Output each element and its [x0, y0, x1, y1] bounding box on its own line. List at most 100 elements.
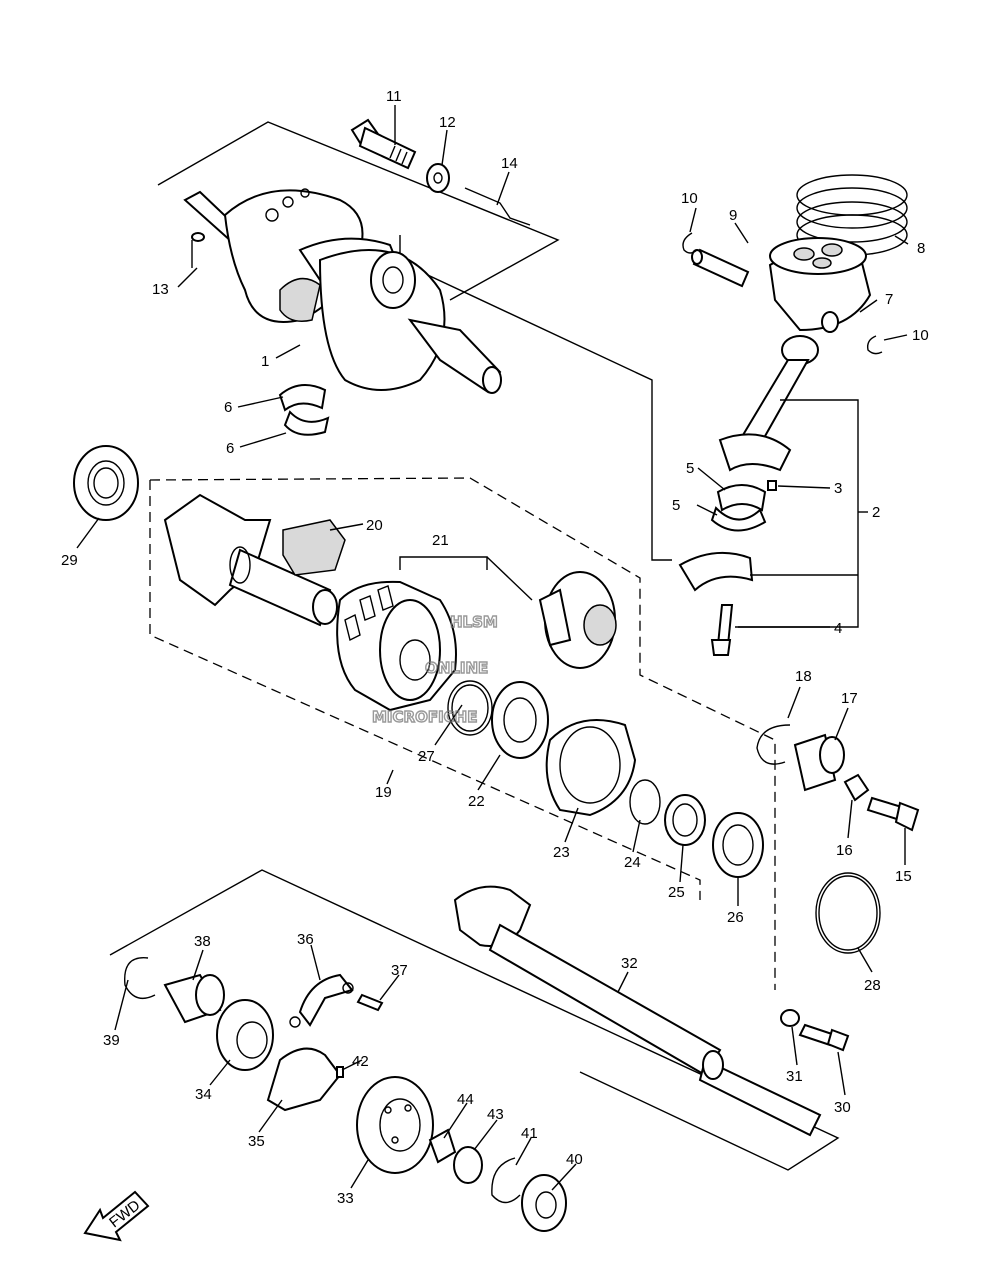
- label-part-33: 33: [337, 1190, 354, 1207]
- crank-bolt: [350, 118, 417, 170]
- lock-washer: [428, 1128, 457, 1164]
- washer: [426, 163, 450, 193]
- label-part-39: 39: [103, 1032, 120, 1049]
- needle-bearing: [793, 733, 845, 792]
- circlip-right: [866, 335, 883, 355]
- drive-gear: [336, 580, 457, 712]
- label-part-29: 29: [61, 552, 78, 569]
- label-part-1: 1: [261, 353, 269, 370]
- label-part-5-upper: 5: [686, 460, 694, 477]
- crankshaft: [183, 188, 502, 394]
- label-part-5-lower: 5: [672, 497, 680, 514]
- needle-bearing: [163, 973, 225, 1024]
- cam: [266, 1047, 342, 1112]
- connecting-rod: [718, 335, 819, 491]
- circlip-left: [682, 232, 698, 254]
- circlip: [124, 957, 156, 999]
- label-part-34: 34: [195, 1086, 212, 1103]
- forward-arrow: FWD: [83, 1190, 150, 1242]
- label-part-19: 19: [375, 784, 392, 801]
- lock-lever: [464, 187, 531, 226]
- label-part-18: 18: [795, 668, 812, 685]
- crank-bearing-lower: [283, 410, 330, 436]
- piston: [768, 237, 872, 333]
- bearing-housing: [545, 719, 637, 817]
- label-part-30: 30: [834, 1099, 851, 1116]
- label-part-6-upper: 6: [224, 399, 232, 416]
- o-ring: [815, 872, 881, 954]
- label-part-7: 7: [885, 291, 893, 308]
- label-part-6-lower: 6: [226, 440, 234, 457]
- collar: [453, 1146, 483, 1184]
- label-part-41: 41: [521, 1125, 538, 1142]
- label-part-37: 37: [391, 962, 408, 979]
- label-part-24: 24: [624, 854, 641, 871]
- label-part-28: 28: [864, 977, 881, 994]
- circlip: [491, 1157, 521, 1204]
- bolt: [798, 1023, 850, 1052]
- watermark: HLSM ONLINE MICROFICHE: [371, 612, 498, 726]
- label-part-43: 43: [487, 1106, 504, 1123]
- conrod-bolt: [710, 604, 734, 656]
- bearing: [491, 681, 549, 759]
- piston-rings: [796, 174, 908, 256]
- label-part-22: 22: [468, 793, 485, 810]
- screw: [356, 993, 384, 1012]
- woodruff-key: [191, 232, 205, 242]
- retainer-plate: [289, 973, 354, 1028]
- sprocket-gear: [356, 1076, 434, 1174]
- bearing: [521, 1174, 567, 1232]
- label-part-36: 36: [297, 931, 314, 948]
- gear-assembly: [538, 571, 617, 669]
- label-part-8: 8: [917, 240, 925, 257]
- label-part-11: 11: [386, 88, 402, 105]
- label-part-13: 13: [152, 281, 169, 298]
- conrod-cap: [678, 551, 754, 592]
- balancer-shaft: [163, 493, 338, 627]
- label-part-17: 17: [841, 690, 858, 707]
- label-part-20: 20: [366, 517, 383, 534]
- label-part-44: 44: [457, 1091, 474, 1108]
- washer: [780, 1009, 800, 1027]
- collar: [664, 794, 706, 846]
- leader-lines: [76, 105, 909, 1191]
- label-part-10-left: 10: [681, 190, 698, 207]
- o-ring: [447, 680, 493, 736]
- conrod-bearing-lower: [710, 506, 767, 532]
- label-part-12: 12: [439, 114, 456, 131]
- balancer-weight: [282, 519, 346, 576]
- watermark-line-1: HLSM: [450, 613, 498, 631]
- label-part-2: 2: [872, 504, 880, 521]
- lock-plate: [843, 773, 870, 802]
- label-part-16: 16: [836, 842, 853, 859]
- bearing: [73, 445, 139, 521]
- drive-shaft: [453, 885, 822, 1137]
- o-ring: [629, 779, 661, 825]
- label-part-21: 21: [432, 532, 449, 549]
- bolt: [866, 796, 920, 832]
- gear-dashed-frame: [149, 477, 776, 990]
- circlip: [756, 724, 791, 765]
- conrod-bearing-upper: [716, 484, 767, 512]
- label-part-23: 23: [553, 844, 570, 861]
- label-part-26: 26: [727, 909, 744, 926]
- label-part-31: 31: [786, 1068, 803, 1085]
- part-labels: 11 12 14 13 1 6 6 10 9 8 7 10 3 2 5 5 4 …: [61, 88, 929, 1207]
- label-part-25: 25: [668, 884, 685, 901]
- lower-frame: [109, 869, 840, 1171]
- bearing: [216, 999, 274, 1071]
- label-part-42: 42: [352, 1053, 369, 1070]
- label-part-10-right: 10: [912, 327, 929, 344]
- oil-seal: [712, 812, 764, 878]
- label-part-14: 14: [501, 155, 518, 172]
- label-part-4: 4: [834, 620, 842, 637]
- label-part-35: 35: [248, 1133, 265, 1150]
- label-part-3: 3: [834, 480, 842, 497]
- label-part-9: 9: [729, 207, 737, 224]
- label-part-40: 40: [566, 1151, 583, 1168]
- watermark-line-2: ONLINE: [425, 659, 488, 677]
- crank-bearing-upper: [278, 384, 327, 412]
- piston-pin: [691, 248, 750, 288]
- watermark-line-3: MICROFICHE: [372, 708, 477, 726]
- label-part-27: 27: [418, 748, 435, 765]
